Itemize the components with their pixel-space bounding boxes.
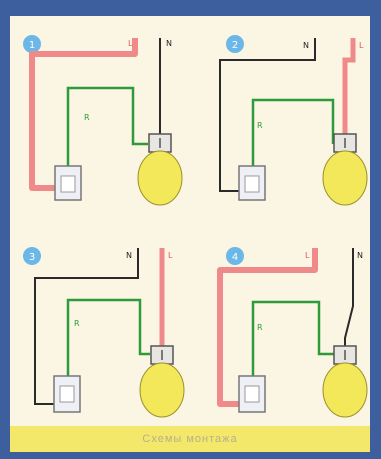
lamp — [322, 133, 368, 206]
phase-label: L — [128, 39, 133, 48]
switched-wire — [66, 298, 150, 378]
wiring-diagram-3: 3 N L R — [10, 226, 185, 426]
neutral-label: N — [357, 251, 363, 260]
switched-wire — [251, 98, 335, 166]
neutral-label: N — [166, 39, 172, 48]
switch-rocker — [60, 175, 76, 193]
switched-label: R — [84, 113, 90, 122]
wiring-diagram-1: 1 L N R — [10, 16, 185, 216]
phase-wire — [342, 38, 356, 134]
diagram-panel — [10, 16, 370, 426]
svg-text:2: 2 — [232, 40, 238, 51]
phase-label: L — [305, 251, 310, 260]
switch-rocker — [244, 175, 260, 193]
svg-text:3: 3 — [29, 252, 35, 263]
svg-text:4: 4 — [232, 252, 238, 263]
neutral-label: N — [303, 41, 309, 50]
wiring-diagram-4: 4 L N R — [195, 226, 370, 426]
phase-label: L — [168, 251, 173, 260]
phase-wire — [29, 38, 138, 191]
badge: 3 — [23, 247, 41, 265]
phase-label: L — [359, 41, 364, 50]
switch-rocker — [59, 385, 75, 403]
switched-label: R — [74, 319, 80, 328]
caption-text: Схемы монтажа — [142, 433, 238, 445]
phase-wire — [217, 248, 318, 407]
svg-text:1: 1 — [29, 40, 35, 51]
badge: 4 — [226, 247, 244, 265]
badge: 1 — [23, 35, 41, 53]
switched-label: R — [257, 121, 263, 130]
lamp — [139, 345, 185, 418]
switched-wire — [251, 300, 335, 378]
lamp — [322, 345, 368, 418]
switched-wire — [66, 86, 148, 168]
neutral-label: N — [126, 251, 132, 260]
lamp — [137, 133, 183, 206]
caption-bar: Схемы монтажа — [10, 426, 370, 452]
neutral-wire — [34, 248, 139, 405]
badge: 2 — [226, 35, 244, 53]
neutral-wire — [344, 248, 354, 346]
switched-label: R — [257, 323, 263, 332]
neutral-wire — [219, 38, 316, 192]
wiring-diagram-2: 2 N L R — [195, 16, 370, 216]
switch-rocker — [244, 385, 260, 403]
